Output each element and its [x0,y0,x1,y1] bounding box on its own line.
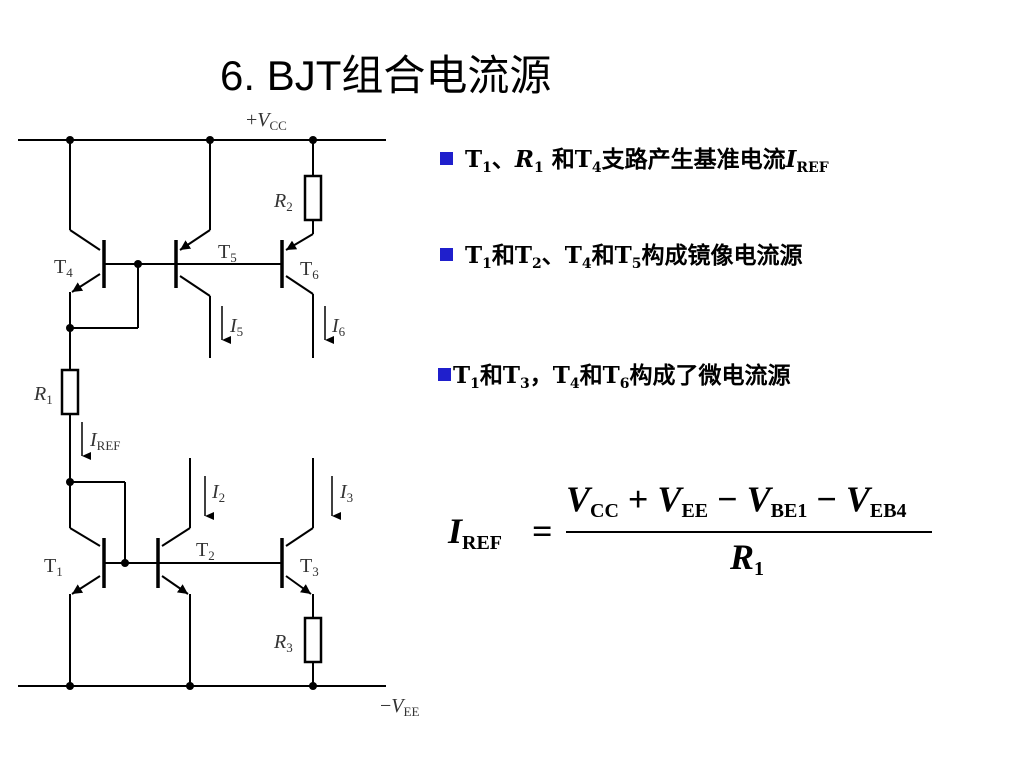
formula-denominator: R1 [730,537,765,580]
label-r1: R1 [33,383,53,407]
label-i6: I6 [331,315,346,339]
bullet-micro-source: T1和T3，T4和T6构成了微电流源 [438,360,791,400]
bullet-square-icon [438,367,451,381]
label-t6: T6 [300,258,319,282]
label-i2: I2 [211,481,225,505]
formula-fraction-bar [566,531,932,533]
formula-numerator: VCC + VEE − VBE1 − VEB4 [566,479,907,522]
resistor-r1 [60,368,80,416]
circuit-wires [18,139,386,687]
label-t2: T2 [196,539,215,563]
bullet-square-icon [440,247,453,261]
label-r3: R3 [273,631,293,655]
label-i5: I5 [229,315,243,339]
slide-title: 6. BJT组合电流源 [220,52,552,99]
label-r2: R2 [273,190,293,214]
bullet-mirror-source: T1和T2、T4和T5构成镜像电流源 [440,240,803,280]
bullet-reference-current: T1、R1 和T4支路产生基准电流IREF [440,144,829,184]
label-vcc: +VCC [246,109,287,133]
label-vee: −VEE [380,695,419,719]
bullet-square-icon [440,151,453,165]
circuit-labels: +VCC −VEE T4 T5 T6 T1 T2 T3 R2 R1 R3 I5 … [33,109,419,719]
label-t5: T5 [218,241,237,265]
circuit-junctions [66,136,317,690]
label-iref: IREF [89,429,121,453]
formula-lhs: IREF [448,511,503,554]
resistor-r3 [303,616,323,664]
label-t3: T3 [300,555,319,579]
label-t4: T4 [54,256,73,280]
label-t1: T1 [44,555,63,579]
iref-formula: IREF = VCC + VEE − VBE1 − VEB4 R1 [448,478,948,588]
label-i3: I3 [339,481,353,505]
formula-equals: = [532,511,553,551]
resistor-r2 [303,174,323,222]
circuit-diagram: +VCC −VEE T4 T5 T6 T1 T2 T3 R2 R1 R3 I5 … [18,109,419,719]
